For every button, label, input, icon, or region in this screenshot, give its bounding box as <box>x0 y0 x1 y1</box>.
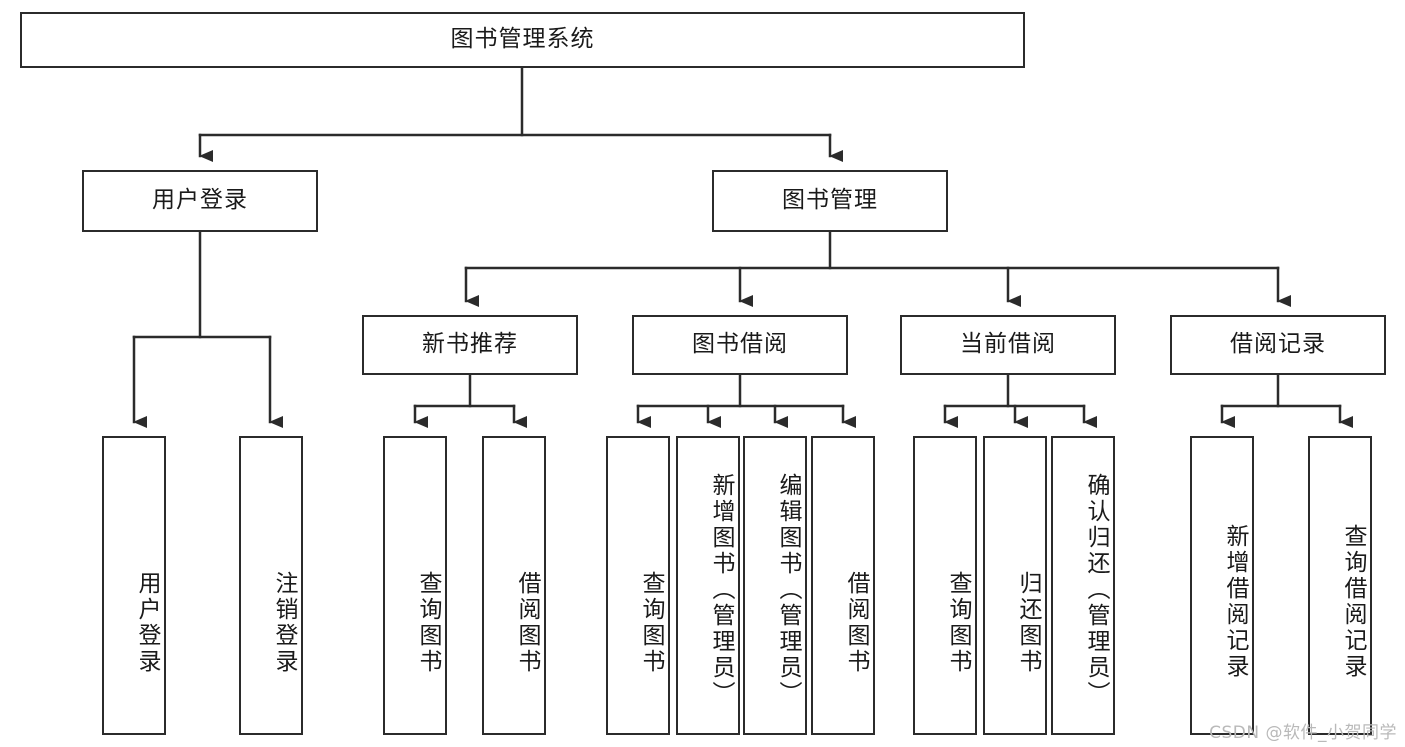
node-label: 当前借阅 <box>960 331 1056 358</box>
node-label: 图书借阅 <box>692 331 788 358</box>
leaf-user-login[interactable]: 用户登录 <box>102 436 166 735</box>
node-book-management[interactable]: 图书管理 <box>712 170 948 232</box>
node-label: 查询图书 <box>638 570 664 675</box>
node-new-book-recommendation[interactable]: 新书推荐 <box>362 315 578 375</box>
leaf-query-book-current[interactable]: 查询图书 <box>913 436 977 735</box>
node-label: 新书推荐 <box>422 331 518 358</box>
node-label: 新增借阅记录 <box>1222 523 1248 680</box>
leaf-edit-book-admin[interactable]: 编辑图书（管理员） <box>743 436 807 735</box>
leaf-query-book-recommend[interactable]: 查询图书 <box>383 436 447 735</box>
node-label: 注销登录 <box>271 570 297 675</box>
node-label: 查询借阅记录 <box>1340 523 1366 680</box>
leaf-add-borrow-record[interactable]: 新增借阅记录 <box>1190 436 1254 735</box>
node-label: 借阅记录 <box>1230 331 1326 358</box>
node-label: 编辑图书（管理员） <box>775 472 801 707</box>
node-label: 归还图书 <box>1015 570 1041 675</box>
node-label: 查询图书 <box>415 570 441 675</box>
leaf-add-book-admin[interactable]: 新增图书（管理员） <box>676 436 740 735</box>
csdn-watermark: CSDN @软件_小贺同学 <box>1209 723 1397 743</box>
leaf-borrow-book-recommend[interactable]: 借阅图书 <box>482 436 546 735</box>
node-root-library-management-system[interactable]: 图书管理系统 <box>20 12 1025 68</box>
node-label: 图书管理 <box>782 187 878 214</box>
node-current-borrowing[interactable]: 当前借阅 <box>900 315 1116 375</box>
node-book-borrowing[interactable]: 图书借阅 <box>632 315 848 375</box>
leaf-return-book[interactable]: 归还图书 <box>983 436 1047 735</box>
node-borrowing-record[interactable]: 借阅记录 <box>1170 315 1386 375</box>
leaf-query-borrow-record[interactable]: 查询借阅记录 <box>1308 436 1372 735</box>
node-label: 图书管理系统 <box>450 26 595 53</box>
leaf-confirm-return-admin[interactable]: 确认归还（管理员） <box>1051 436 1115 735</box>
node-label: 确认归还（管理员） <box>1083 472 1109 707</box>
leaf-query-book-borrow[interactable]: 查询图书 <box>606 436 670 735</box>
node-label: 新增图书（管理员） <box>708 472 734 707</box>
leaf-logout[interactable]: 注销登录 <box>239 436 303 735</box>
node-user-login[interactable]: 用户登录 <box>82 170 318 232</box>
leaf-borrow-book[interactable]: 借阅图书 <box>811 436 875 735</box>
node-label: 用户登录 <box>134 570 160 675</box>
node-label: 用户登录 <box>152 187 248 214</box>
node-label: 查询图书 <box>945 570 971 675</box>
node-label: 借阅图书 <box>843 570 869 675</box>
node-label: 借阅图书 <box>514 570 540 675</box>
